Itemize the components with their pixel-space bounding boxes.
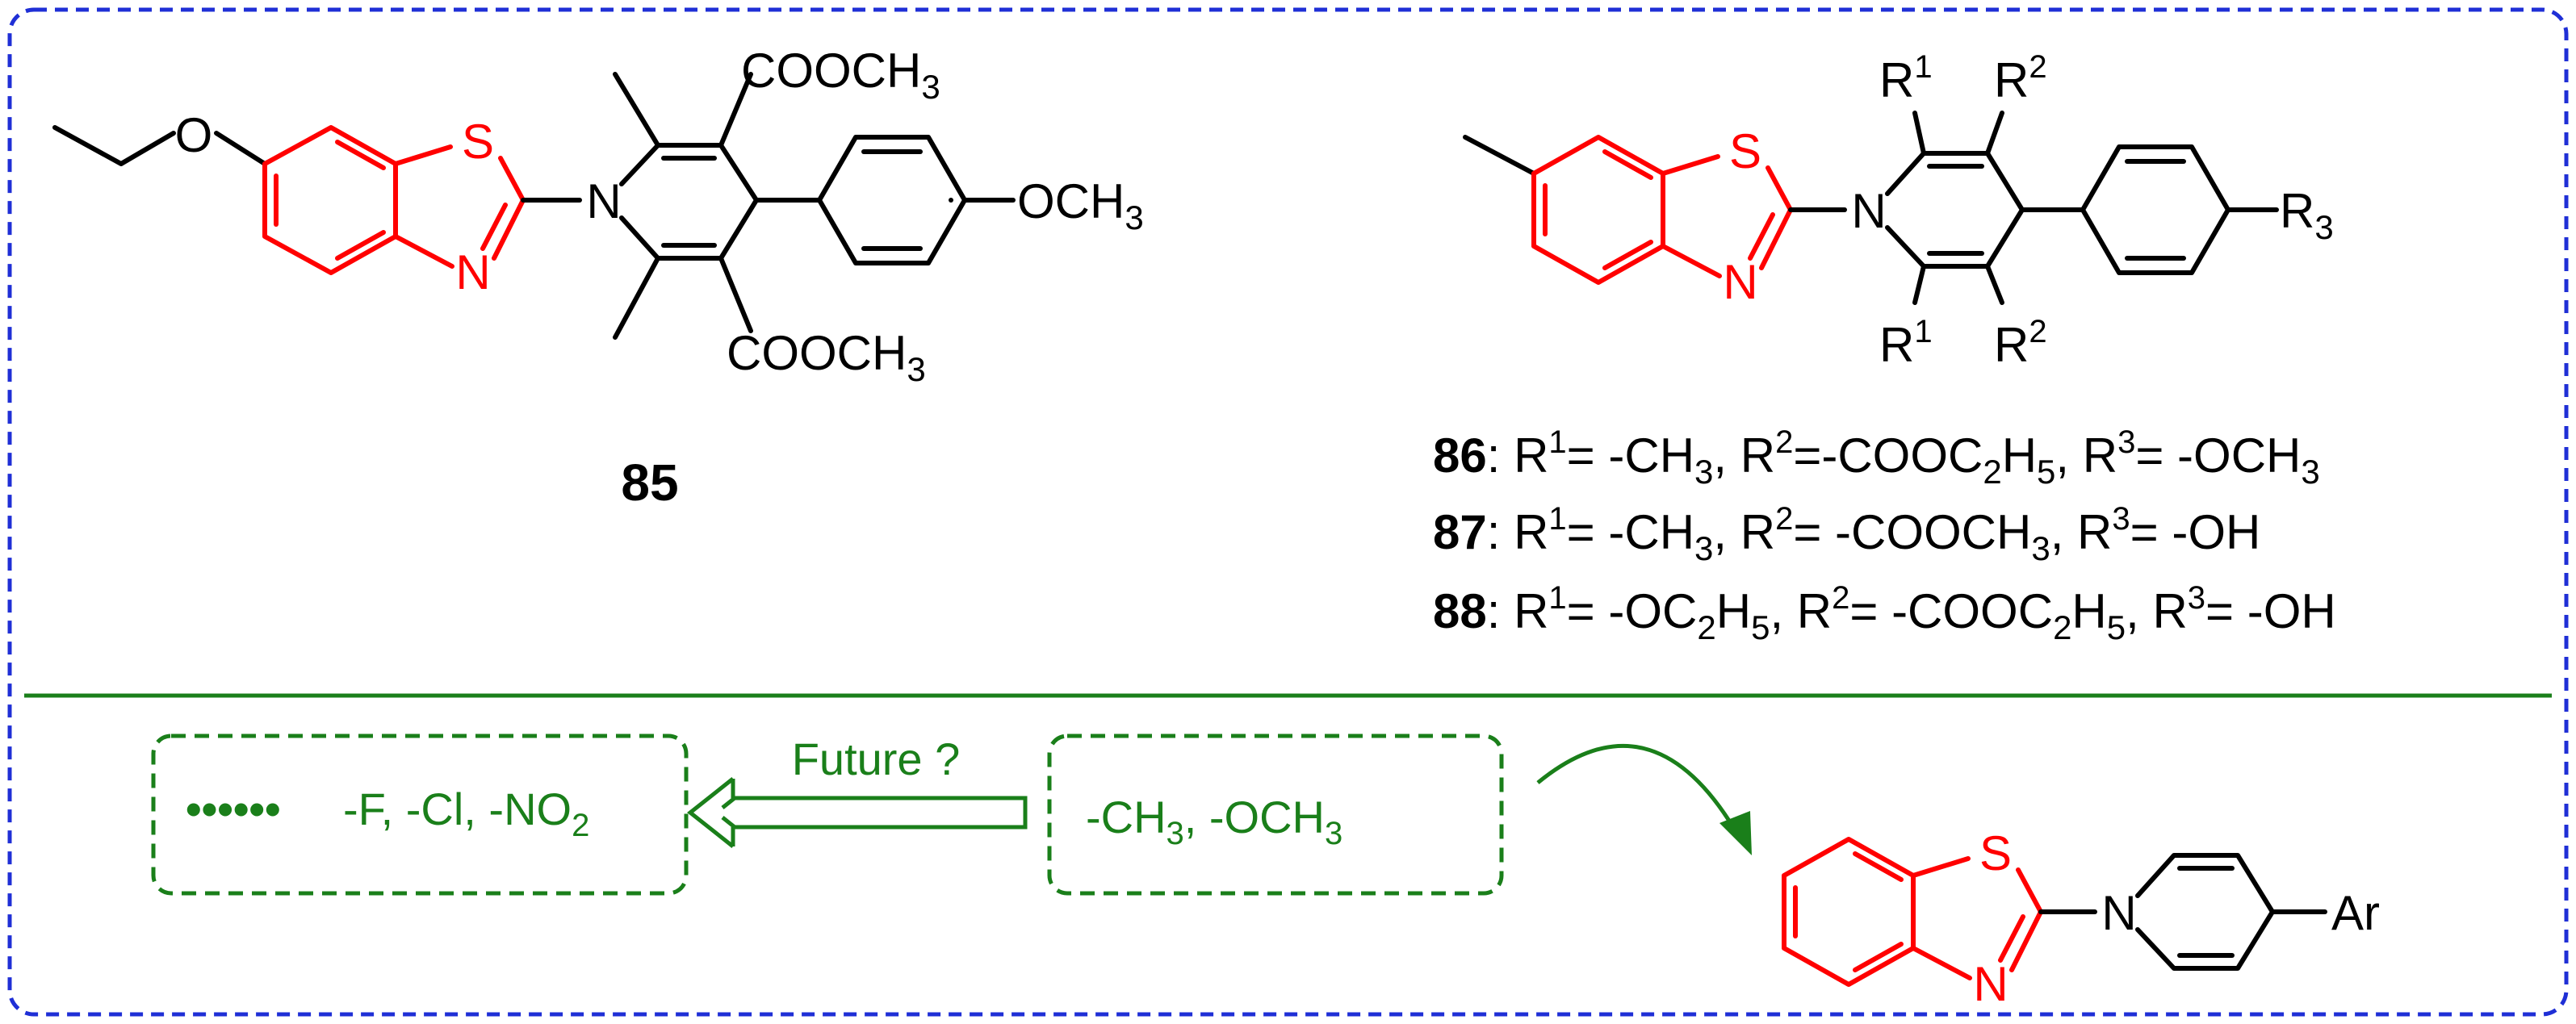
future-arrow	[686, 777, 1028, 848]
ether-oxygen-label: O	[175, 108, 213, 162]
curved-arrow	[1536, 744, 1752, 855]
ester-top-label: COOCH3	[741, 44, 940, 106]
r1-bottom-label: R1	[1879, 314, 1933, 372]
dhp-nitrogen-label: N	[586, 174, 621, 228]
aryl-label: Ar	[2331, 886, 2380, 940]
thiazole-nitrogen-label: N	[455, 245, 490, 299]
compound-88-line: 88: R1= -OC2H5, R2= -COOC2H5, R3= -OH	[1433, 580, 2336, 646]
outer-frame	[7, 7, 2569, 1017]
svg-text:88: R1= -OC2H5, R2= -COOC2H5,: 88: R1= -OC2H5, R2= -COOC2H5, R3= -OH	[1433, 580, 2336, 646]
dhp-nitrogen-label-generic: N	[1851, 184, 1886, 238]
scaffold-nitrogen-label: N	[1973, 957, 2008, 1011]
general-structure: S N N R1 R2 R1 R2 R3	[1463, 49, 2334, 372]
ellipsis-dots: ••••••	[186, 784, 281, 834]
r2-bottom-label: R2	[1994, 314, 2047, 372]
thiazole-sulfur-label: S	[462, 115, 494, 169]
svg-text:87: R1= -CH3, R2= -COOCH3, R3=: 87: R1= -CH3, R2= -COOCH3, R3= -OH	[1433, 501, 2260, 567]
r2-top-label: R2	[1994, 49, 2047, 107]
thiazole-nitrogen-label-generic: N	[1723, 255, 1757, 309]
para-methoxy-label: OCH3	[1017, 174, 1144, 236]
r3-para-label: R3	[2280, 184, 2334, 246]
future-arrow-label: Future ?	[792, 734, 961, 784]
compound-85-structure: O S N N COOCH3 COOCH3 OCH3	[52, 44, 1144, 388]
compound-86-line: 86: R1= -CH3, R2=-COOC2H5, R3= -OCH3	[1433, 424, 2320, 491]
svg-text:86: R1= -CH3, R2=-COOC2H5, R3=: 86: R1= -CH3, R2=-COOC2H5, R3= -OCH3	[1433, 424, 2320, 491]
scaffold-dhp-nitrogen-label: N	[2101, 886, 2136, 940]
future-substituents-box	[151, 734, 689, 896]
thiazole-sulfur-label-generic: S	[1729, 124, 1761, 178]
compound-85-number: 85	[621, 453, 678, 512]
future-groups-label: -F, -Cl, -NO2	[343, 784, 589, 843]
current-groups-label: -CH3, -OCH3	[1086, 792, 1342, 851]
scaffold-sulfur-label: S	[1979, 826, 2012, 880]
r1-top-label: R1	[1879, 49, 1933, 107]
compound-87-line: 87: R1= -CH3, R2= -COOCH3, R3= -OH	[1433, 501, 2260, 567]
current-substituents-box	[1047, 734, 1504, 896]
scaffold-structure: S N N Ar	[1782, 826, 2380, 1011]
ester-bottom-label: COOCH3	[727, 326, 926, 388]
